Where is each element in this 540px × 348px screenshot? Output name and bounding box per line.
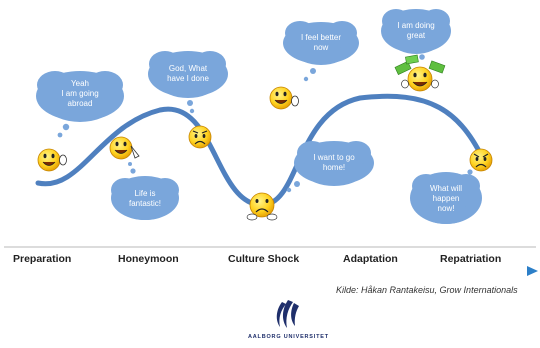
bubble-text-2: God, What have I done — [160, 64, 216, 84]
bubble-text-5: Life is fantastic! — [120, 189, 170, 209]
relieved-smiley-icon — [269, 86, 299, 110]
timeline-arrowhead — [527, 266, 538, 276]
thought-bubble-5 — [111, 162, 179, 220]
bubble-7-line-1: What will — [429, 184, 462, 193]
bubble-4-line-2: great — [406, 31, 426, 40]
worried-smiley-icon — [188, 125, 212, 149]
happy-smiley-icon — [37, 148, 67, 172]
stage-repatriation: Repatriation — [440, 253, 502, 265]
bubble-4-line-1: I am doing — [397, 21, 435, 30]
source-caption: Kilde: Håkan Rantakeisu, Grow Internatio… — [336, 285, 518, 295]
university-logo-icon — [276, 300, 299, 328]
bubble-text-7: What will happen now! — [420, 184, 472, 214]
excited-smiley-icon — [109, 136, 140, 160]
crying-smiley-icon — [246, 192, 278, 221]
bubble-1-line-3: abroad — [67, 99, 93, 108]
thought-bubble-4 — [381, 9, 451, 60]
stage-preparation: Preparation — [13, 253, 72, 265]
bubble-3-line-1: I feel better — [300, 33, 342, 42]
money-smiley-icon — [394, 54, 446, 92]
thought-bubble-3 — [283, 21, 359, 82]
university-name: AALBORG UNIVERSITET — [248, 334, 329, 340]
anxious-smiley-icon — [469, 148, 493, 172]
bubble-6-line-2: home! — [322, 163, 346, 172]
bubble-7-line-2: happen — [432, 194, 460, 203]
bubble-1-line-1: Yeah — [71, 79, 89, 88]
thought-bubble-1 — [36, 71, 124, 138]
bubble-7-line-3: now! — [437, 204, 455, 213]
bubble-3-line-2: now — [313, 43, 329, 52]
stage-adaptation: Adaptation — [343, 253, 398, 265]
stage-culture-shock: Culture Shock — [228, 253, 300, 265]
bubble-6-line-1: I want to go — [313, 153, 355, 162]
thought-bubble-6 — [286, 141, 374, 193]
bubble-text-1: Yeah I am going abroad — [50, 79, 110, 109]
stage-honeymoon: Honeymoon — [118, 253, 179, 265]
bubble-2-line-2: have I done — [167, 74, 209, 83]
bubble-text-4: I am doing great — [390, 21, 442, 41]
thought-bubble-7 — [410, 164, 482, 224]
bubble-2-line-1: God, What — [168, 64, 208, 73]
bubble-text-3: I feel better now — [293, 33, 349, 53]
thought-bubble-2 — [148, 51, 228, 114]
bubble-5-line-2: fantastic! — [128, 199, 161, 208]
bubble-text-6: I want to go home! — [304, 153, 364, 173]
bubble-1-line-2: I am going — [61, 89, 99, 98]
bubble-5-line-1: Life is — [134, 189, 156, 198]
